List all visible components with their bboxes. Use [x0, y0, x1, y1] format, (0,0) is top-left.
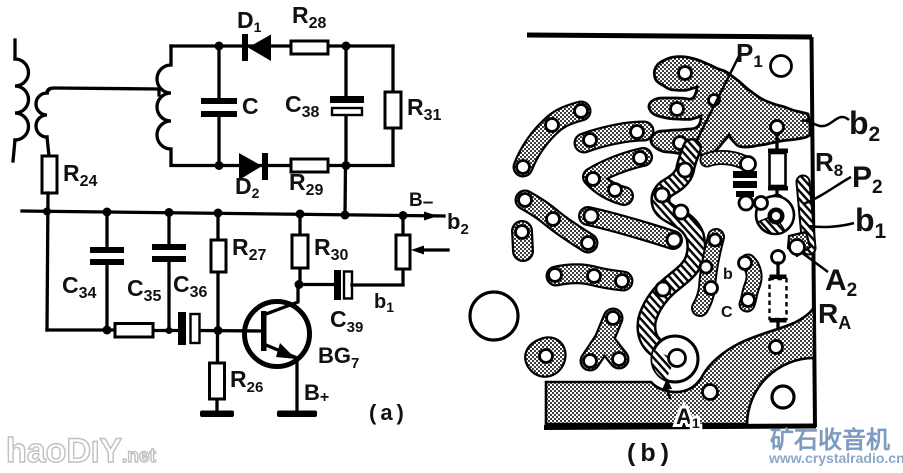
svg-text:C34: C34	[62, 272, 97, 302]
svg-text:A2: A2	[825, 264, 857, 301]
svg-text:D2: D2	[235, 173, 260, 201]
svg-text:B+: B+	[304, 380, 329, 406]
svg-text:R28: R28	[292, 2, 327, 32]
svg-text:haoDIY.net: haoDIY.net	[6, 432, 156, 470]
svg-text:R27: R27	[232, 234, 267, 264]
svg-text:C35: C35	[127, 275, 162, 305]
svg-text:BG7: BG7	[318, 343, 359, 372]
svg-text:P2: P2	[852, 161, 883, 198]
svg-text:R30: R30	[314, 234, 349, 264]
svg-text:矿石收音机: 矿石收音机	[770, 426, 890, 454]
svg-text:R26: R26	[230, 366, 263, 396]
svg-text:R8: R8	[815, 147, 843, 180]
svg-text:(a): (a)	[369, 400, 408, 425]
svg-text:RA: RA	[818, 298, 851, 333]
svg-text:b: b	[723, 266, 733, 283]
svg-text:b2: b2	[849, 105, 880, 146]
svg-text:C38: C38	[285, 91, 320, 121]
svg-text:www.crystalradio.cn: www.crystalradio.cn	[768, 450, 903, 466]
svg-text:b1: b1	[855, 202, 887, 243]
svg-text:C36: C36	[173, 271, 208, 301]
svg-text:C: C	[242, 93, 259, 119]
svg-text:b2: b2	[447, 209, 469, 238]
svg-text:B–: B–	[409, 190, 433, 213]
svg-text:R31: R31	[407, 94, 442, 124]
svg-text:P1: P1	[736, 38, 763, 71]
svg-text:R24: R24	[63, 160, 98, 190]
svg-text:(b): (b)	[627, 439, 674, 467]
svg-text:A1: A1	[676, 404, 700, 431]
svg-text:D1: D1	[237, 7, 262, 35]
svg-text:C39: C39	[330, 306, 363, 336]
svg-text:b1: b1	[374, 291, 394, 315]
svg-text:C: C	[721, 304, 733, 321]
